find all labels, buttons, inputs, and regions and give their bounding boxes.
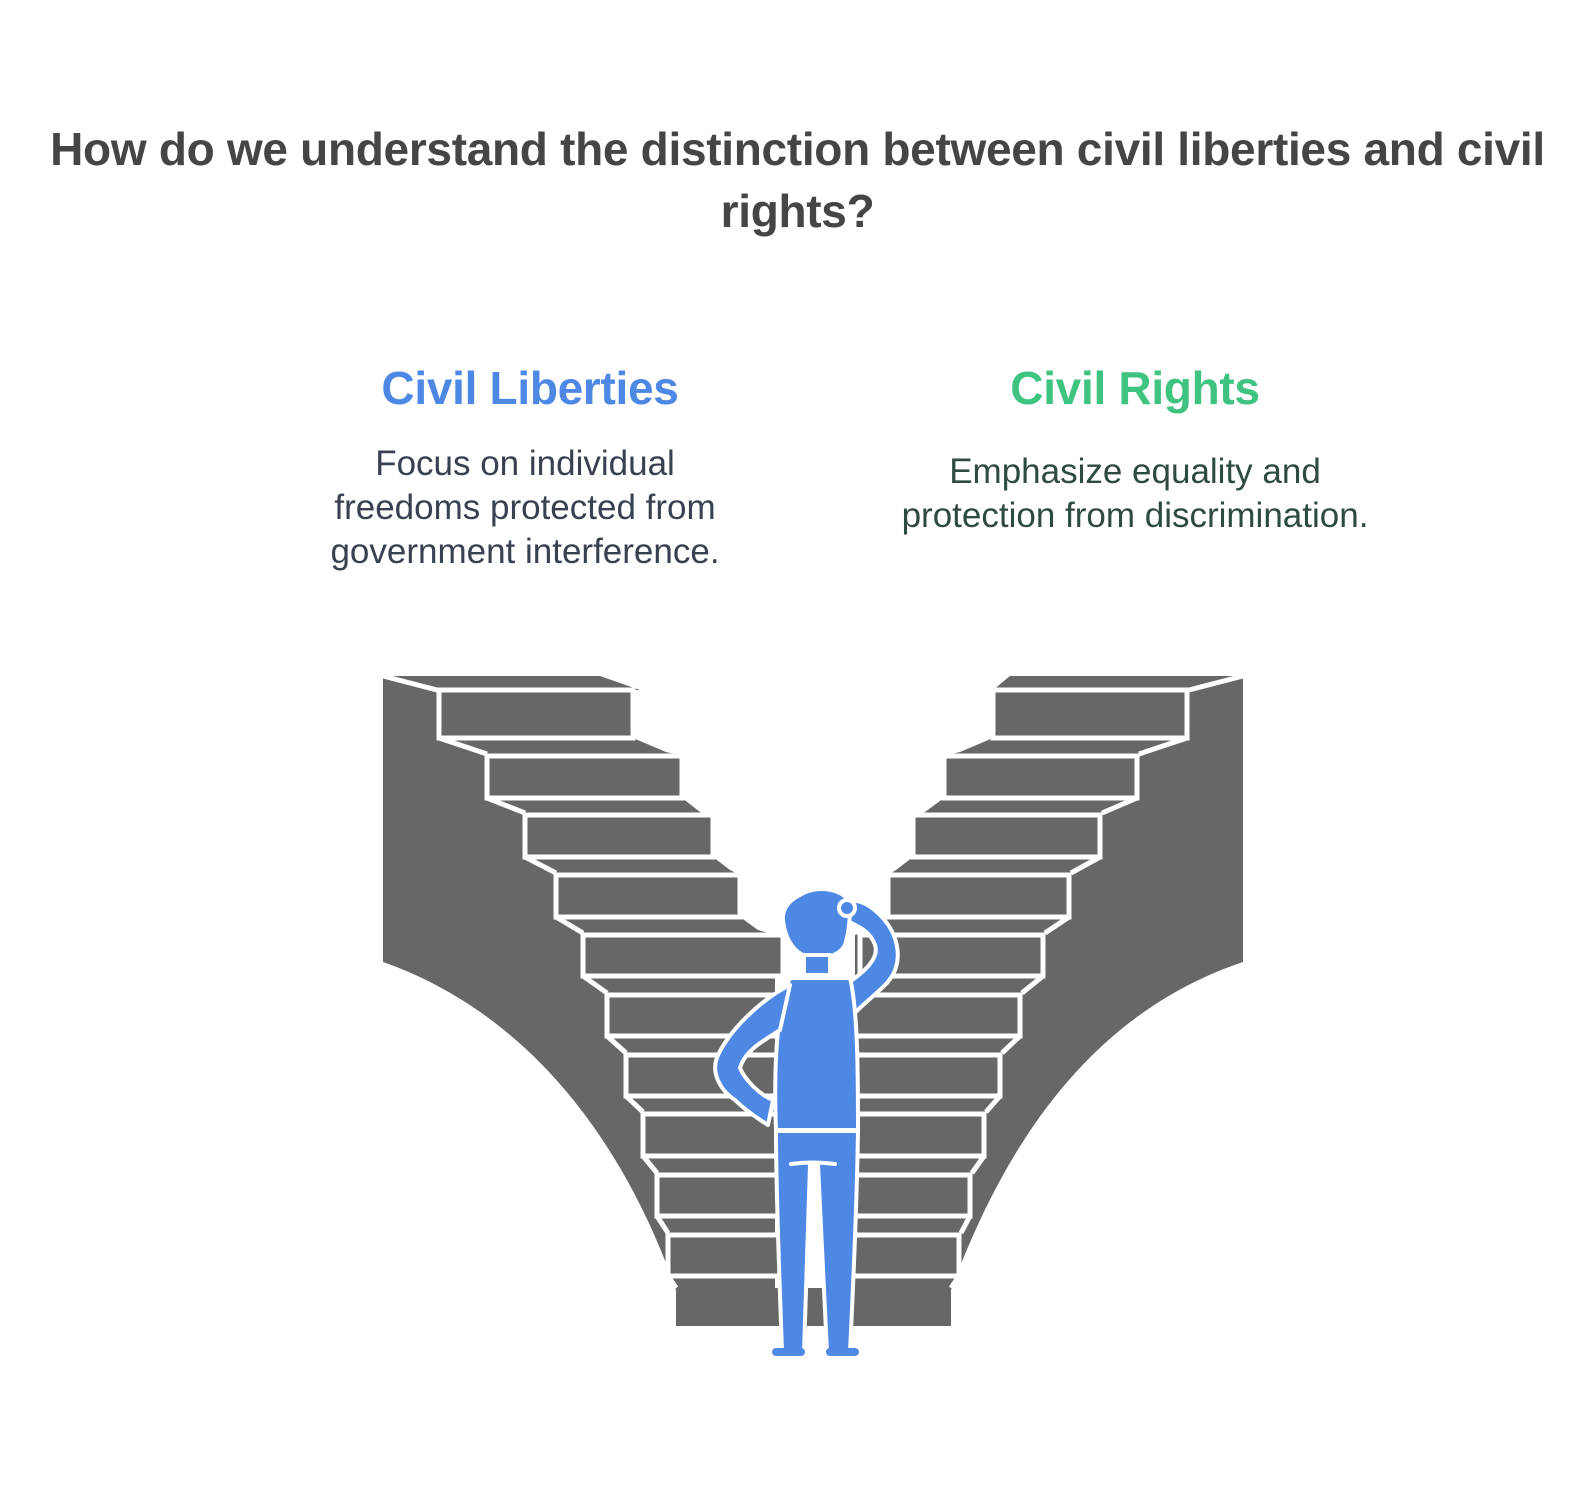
civil-rights-heading: Civil Rights bbox=[1010, 362, 1260, 414]
staircase-right-icon bbox=[810, 673, 1244, 1326]
civil-liberties-heading: Civil Liberties bbox=[381, 362, 679, 414]
feet-icon bbox=[772, 1348, 859, 1356]
civil-liberties-description: Focus on individual freedoms protected f… bbox=[330, 444, 720, 571]
figure-detail-lines bbox=[774, 1129, 860, 1166]
staircase-left-icon bbox=[382, 673, 816, 1326]
thinking-person-icon bbox=[713, 887, 900, 1354]
page-title: How do we understand the distinction bet… bbox=[50, 123, 1545, 237]
civil-rights-description: Emphasize equality and protection from d… bbox=[901, 452, 1369, 535]
